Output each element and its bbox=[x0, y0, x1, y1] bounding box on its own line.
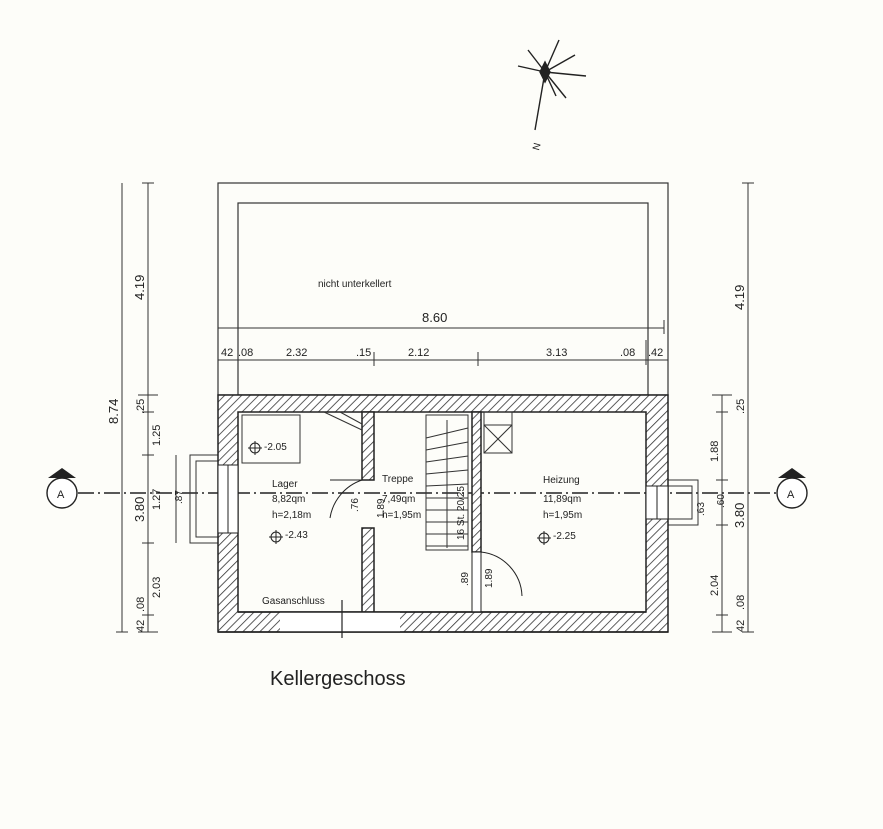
dim-top-8: .42 bbox=[648, 347, 663, 359]
dim-heizung-door-h: 1.89 bbox=[484, 568, 495, 588]
dim-top-3: 2.32 bbox=[286, 347, 307, 359]
dim-left-3: 1.27 bbox=[151, 489, 163, 510]
dim-right-5: 3.80 bbox=[732, 503, 747, 528]
dim-top-7: .08 bbox=[620, 347, 635, 359]
wall-windows bbox=[217, 464, 669, 534]
room-heizung-height: h=1,95m bbox=[543, 510, 582, 521]
dim-right-annex: 4.19 bbox=[732, 285, 747, 310]
level-lager-top: -2.05 bbox=[264, 442, 287, 453]
dim-right-6: 2.04 bbox=[709, 575, 721, 596]
dim-top-5: 2.12 bbox=[408, 347, 429, 359]
room-treppe-height: h=1,95m bbox=[382, 510, 421, 521]
level-heizung: -2.25 bbox=[553, 531, 576, 542]
dim-lager-door: .76 bbox=[350, 498, 361, 512]
room-treppe-name: Treppe bbox=[382, 474, 414, 485]
room-heizung-name: Heizung bbox=[543, 475, 580, 486]
left-dimension-lines bbox=[116, 182, 177, 633]
dim-left-5: 2.03 bbox=[151, 577, 163, 598]
dim-right-1: .25 bbox=[735, 399, 747, 414]
top-dimension-lines bbox=[217, 320, 668, 366]
section-marker-left-label: A bbox=[57, 489, 65, 501]
stair-label: 16 St. 20/25 bbox=[456, 486, 467, 540]
gas-label: Gasanschluss bbox=[262, 596, 325, 607]
level-lager-bottom: -2.43 bbox=[285, 530, 308, 541]
doors bbox=[218, 479, 668, 633]
boiler-icon bbox=[483, 411, 513, 454]
dim-right-8: .08 bbox=[735, 595, 747, 610]
room-lager-area: 8,82qm bbox=[272, 494, 305, 505]
dim-top-2: .08 bbox=[238, 347, 253, 359]
dim-lager-door-h: 1.89 bbox=[376, 498, 387, 518]
interior-walls bbox=[361, 411, 482, 613]
dim-top-6: 3.13 bbox=[546, 347, 567, 359]
dim-right-2: 1.88 bbox=[709, 441, 721, 462]
level-markers bbox=[248, 441, 551, 545]
north-label: N bbox=[531, 142, 543, 152]
room-treppe-area: 7,49qm bbox=[382, 494, 415, 505]
dim-top-overall: 8.60 bbox=[422, 310, 447, 325]
north-arrow-icon bbox=[517, 39, 587, 131]
dim-left-overall: 8.74 bbox=[106, 399, 121, 424]
dim-left-annex: 4.19 bbox=[132, 275, 147, 300]
right-dimension-lines bbox=[712, 182, 754, 633]
staircase bbox=[425, 414, 469, 551]
dim-right-7: 42 bbox=[735, 620, 747, 632]
dim-top-4: .15 bbox=[356, 347, 371, 359]
plan-title: Kellergeschoss bbox=[270, 668, 406, 690]
room-lager-height: h=2,18m bbox=[272, 510, 311, 521]
dim-top-1: 42 bbox=[221, 347, 233, 359]
room-heizung-area: 11,89qm bbox=[543, 494, 581, 505]
dim-right-4: .63 bbox=[696, 502, 707, 516]
section-marker-right-label: A bbox=[787, 489, 795, 501]
section-marker-left bbox=[46, 468, 78, 509]
section-marker-right bbox=[776, 468, 808, 509]
dim-heizung-door-w: .89 bbox=[460, 572, 471, 586]
room-lager-name: Lager bbox=[272, 479, 298, 490]
dim-left-1: .25 bbox=[135, 399, 147, 414]
dim-left-4: 3.80 bbox=[132, 497, 147, 522]
dim-left-7: .08 bbox=[135, 597, 147, 612]
annex-outline bbox=[217, 182, 669, 396]
dim-left-window: .87 bbox=[174, 490, 185, 504]
dim-left-2: 1.25 bbox=[151, 425, 163, 446]
light-wells bbox=[189, 454, 699, 544]
lager-fixtures bbox=[241, 411, 363, 464]
dim-left-6: 42 bbox=[135, 620, 147, 632]
dim-right-3: .60 bbox=[716, 494, 727, 508]
annex-label: nicht unterkellert bbox=[318, 279, 392, 290]
